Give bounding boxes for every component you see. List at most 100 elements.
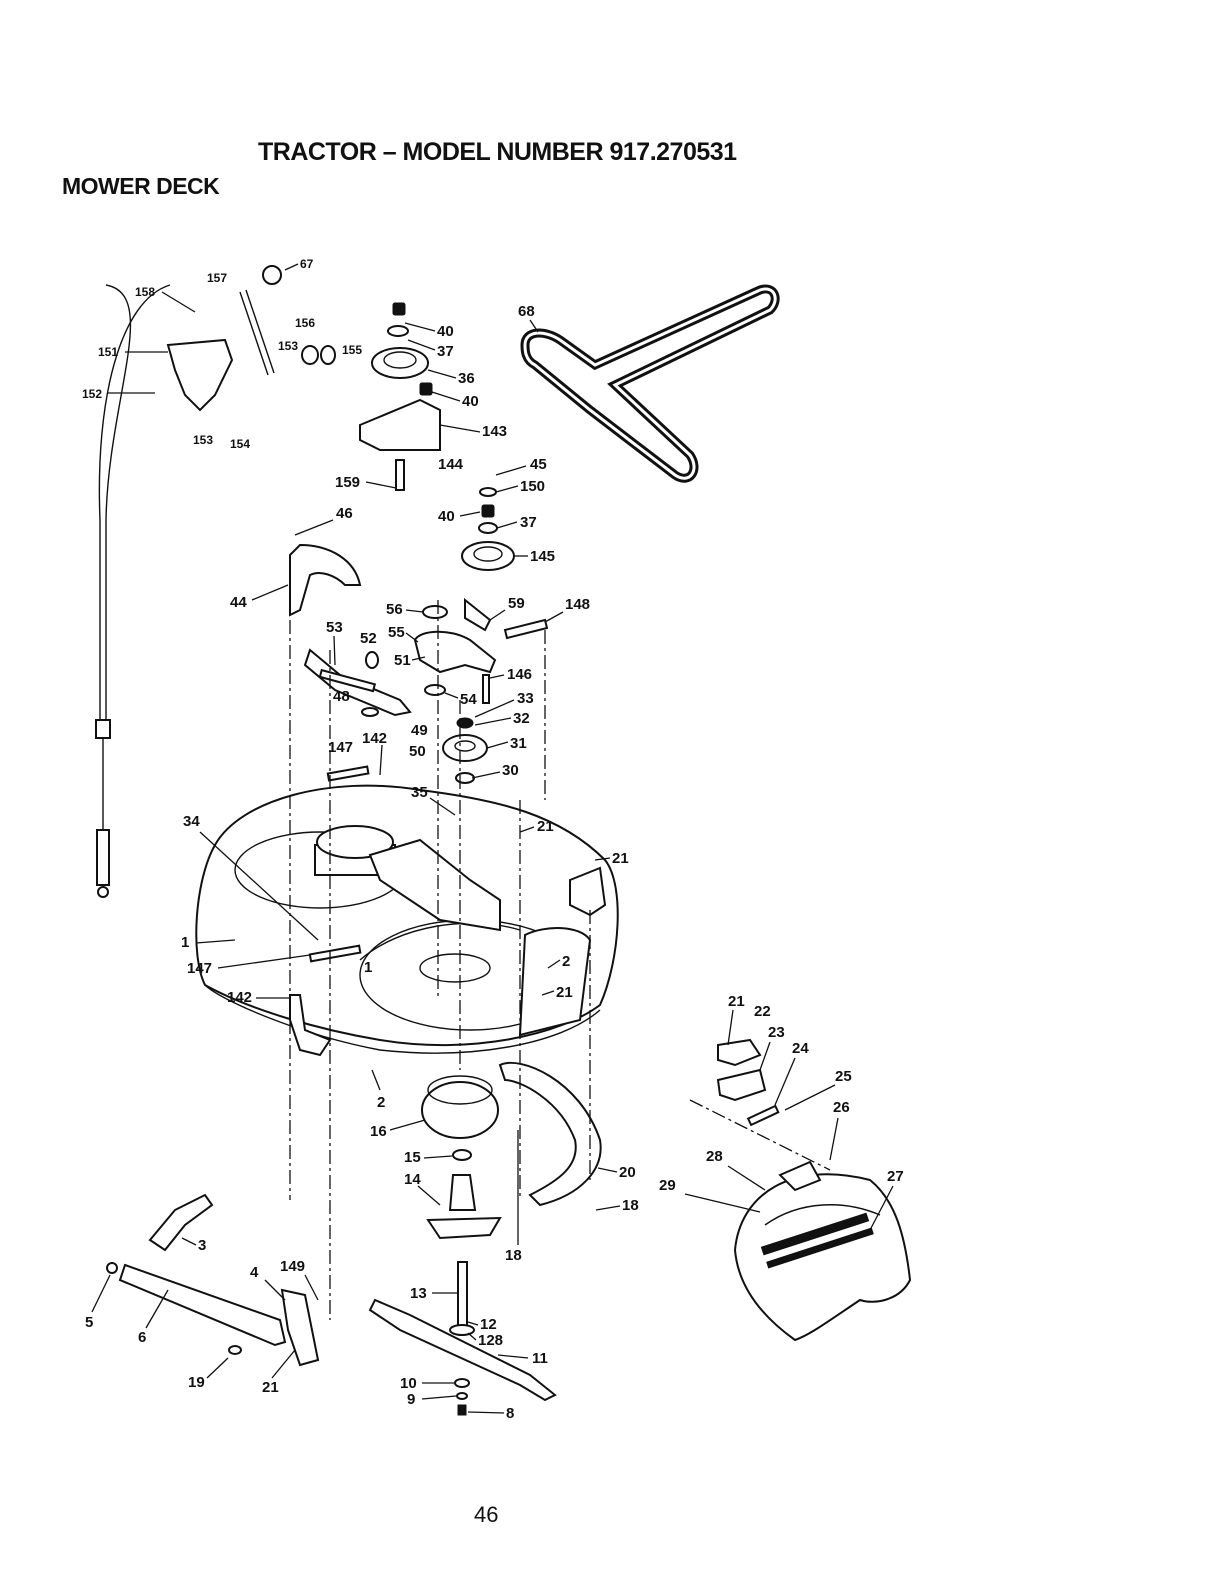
callout-label: 53 (326, 619, 343, 636)
callout-label: 18 (622, 1197, 639, 1214)
callout-label: 51 (394, 652, 411, 669)
callout-label: 67 (300, 257, 314, 271)
callout-label: 37 (520, 514, 537, 531)
callout-label: 55 (388, 624, 405, 641)
callout-label: 143 (482, 423, 507, 440)
callout-label: 152 (82, 387, 102, 401)
lift-bracket (166, 265, 336, 412)
callout-label: 153 (193, 433, 213, 447)
callout-label: 50 (409, 743, 426, 760)
callout-label: 46 (336, 505, 353, 522)
callout-label: 30 (502, 762, 519, 779)
callout-label: 150 (520, 478, 545, 495)
callout-label: 153 (278, 339, 298, 353)
callout-label: 154 (230, 437, 250, 451)
callout-label: 13 (410, 1285, 427, 1302)
callout-label: 158 (135, 285, 155, 299)
callout-label: 155 (342, 343, 362, 357)
washer-9 (456, 1392, 468, 1400)
right-bracket (569, 866, 607, 917)
callout-label: 9 (407, 1391, 415, 1408)
callout-label: 1 (181, 934, 189, 951)
callout-label: 3 (198, 1237, 206, 1254)
deck-mark: 1 (364, 959, 372, 976)
idler-arm (413, 597, 549, 704)
callout-label: 23 (768, 1024, 785, 1041)
callout-label: 6 (138, 1329, 146, 1346)
callout-label: 31 (510, 735, 527, 752)
callout-label: 142 (362, 730, 387, 747)
callout-label: 33 (517, 690, 534, 707)
spindle-pulley-16 (421, 1075, 499, 1161)
blade-11 (368, 1298, 557, 1402)
section-title: MOWER DECK (62, 173, 220, 199)
callout-label: 21 (556, 984, 573, 1001)
callout-label: 148 (565, 596, 590, 613)
mower-deck-shell (195, 784, 619, 1054)
callout-label: 59 (508, 595, 525, 612)
callout-label: 21 (262, 1379, 279, 1396)
callout-label: 8 (506, 1405, 514, 1422)
callout-label: 157 (207, 271, 227, 285)
idler-pulley-145 (461, 487, 515, 571)
callout-label: 37 (437, 343, 454, 360)
callout-label: 5 (85, 1314, 93, 1331)
callout-label: 40 (438, 508, 455, 525)
callout-label: 11 (532, 1350, 548, 1367)
callout-label: 54 (460, 691, 477, 708)
callout-label: 56 (386, 601, 403, 618)
assembly-lines (289, 600, 831, 1320)
callout-label: 36 (458, 370, 475, 387)
callouts: 158 157 67 151 156 153 155 152 153 154 4… (82, 257, 904, 1422)
belt-guard (289, 543, 362, 617)
washer-10 (454, 1378, 470, 1388)
callout-label: 27 (887, 1168, 904, 1185)
callout-label: 49 (411, 722, 428, 739)
callout-label: 2 (377, 1094, 385, 1111)
baffle-20 (498, 1061, 602, 1207)
callout-label: 29 (659, 1177, 676, 1194)
callout-label: 15 (404, 1149, 421, 1166)
callout-label: 40 (462, 393, 479, 410)
callout-label: 147 (187, 960, 212, 977)
callout-label: 21 (612, 850, 629, 867)
callout-label: 40 (437, 323, 454, 340)
page-title: TRACTOR – MODEL NUMBER 917.270531 (258, 138, 737, 166)
callout-label: 4 (250, 1264, 259, 1281)
drive-belt (520, 284, 780, 483)
callout-label: 21 (537, 818, 554, 835)
top-idler-pulley (359, 302, 441, 491)
deck-arm-53 (303, 648, 412, 717)
callout-label: 28 (706, 1148, 723, 1165)
callout-label: 145 (530, 548, 555, 565)
page-number: 46 (474, 1502, 499, 1527)
callout-label: 35 (411, 784, 428, 801)
spindle-14 (426, 1174, 502, 1336)
lift-link (106, 1193, 320, 1367)
callout-label: 151 (98, 345, 118, 359)
spring-147-top (326, 765, 370, 782)
callout-label: 146 (507, 666, 532, 683)
spring-147-bottom (308, 944, 362, 963)
callout-label: 45 (530, 456, 547, 473)
callout-label: 156 (295, 316, 315, 330)
mulch-cover-27 (733, 1160, 912, 1342)
callout-label: 68 (518, 303, 535, 320)
callout-label: 26 (833, 1099, 850, 1116)
callout-label: 19 (188, 1374, 205, 1391)
front-hitch (716, 1038, 780, 1127)
callout-label: 25 (835, 1068, 852, 1085)
callout-label: 52 (360, 630, 377, 647)
callout-label: 21 (728, 993, 745, 1010)
callout-label: 34 (183, 813, 200, 830)
callout-label: 44 (230, 594, 247, 611)
callout-label: 10 (400, 1375, 417, 1392)
bolt-8 (457, 1404, 467, 1416)
callout-label: 16 (370, 1123, 387, 1140)
bracket-142 (289, 994, 332, 1057)
callout-label: 144 (438, 456, 464, 473)
drive-pulley-31 (442, 717, 488, 784)
callout-label: 20 (619, 1164, 636, 1181)
callout-label: 147 (328, 739, 353, 756)
